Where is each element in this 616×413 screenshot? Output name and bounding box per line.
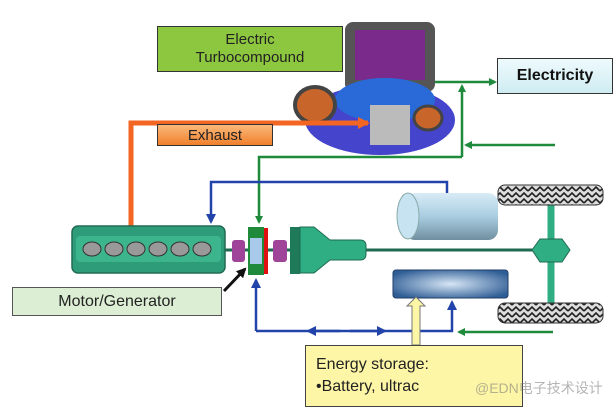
motor-generator-label: Motor/Generator <box>12 287 222 316</box>
storage-feed-arrow <box>405 296 427 346</box>
wheel-bottom <box>497 302 604 324</box>
wheel-top <box>497 184 604 206</box>
motor-generator-unit <box>225 227 290 275</box>
energy-storage-block <box>392 269 509 299</box>
turbocompound-label-line2: Turbocompound <box>195 49 305 66</box>
electric-to-motor-line <box>255 155 462 224</box>
energy-storage-item: •Battery, ultrac <box>316 378 420 395</box>
mechanical-flow-top <box>206 180 449 224</box>
fuel-tank <box>396 192 498 240</box>
differential <box>531 238 571 263</box>
gearbox <box>290 226 367 274</box>
electricity-label: Electricity <box>497 58 613 94</box>
exhaust-flow-line <box>128 117 370 238</box>
exhaust-label: Exhaust <box>157 124 273 146</box>
watermark: @EDN电子技术设计 <box>475 380 603 396</box>
energy-storage-label: Energy storage: •Battery, ultrac <box>305 345 523 407</box>
engine <box>71 225 226 274</box>
motor-generator-pointer <box>222 267 247 293</box>
turbocompound-label: Electric Turbocompound <box>157 26 343 72</box>
energy-storage-title: Energy storage: <box>316 356 429 373</box>
turbocompound-label-line1: Electric <box>225 31 275 48</box>
turbocompound-machine-image <box>293 22 455 155</box>
